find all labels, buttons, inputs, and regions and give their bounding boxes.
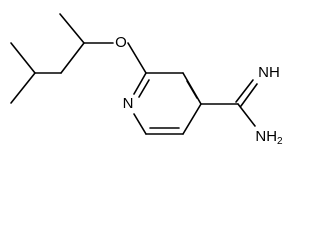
ring-bond-c4-c3-inner — [186, 80, 198, 99]
ring-bond-n-c2-inner — [138, 79, 150, 98]
imine-nh-label: NH — [258, 64, 280, 81]
bond-c2-c3 — [60, 42, 85, 74]
nitrogen-atom-label: N — [123, 95, 134, 112]
amine-subscript-2: 2 — [277, 136, 283, 147]
bond-amidine-imine-2 — [240, 83, 258, 107]
bond-c4-c5 — [10, 42, 36, 74]
ring-bond-n-c2 — [133, 72, 147, 95]
bond-c4-c6 — [10, 72, 36, 104]
bond-amidine-amine — [237, 103, 256, 127]
chemical-structure: O N NH NH2 — [10, 13, 283, 147]
alkyl-chain — [10, 13, 114, 104]
bond-o-ring — [127, 42, 147, 74]
amidine-group — [200, 79, 258, 127]
amine-nh-text: NH — [255, 128, 277, 145]
pyridine-ring — [133, 72, 202, 135]
bond-amidine-imine-1 — [235, 79, 254, 103]
oxygen-atom-label: O — [115, 34, 127, 51]
ring-bond-c6-n — [133, 113, 147, 135]
bond-c1-c2 — [59, 13, 85, 44]
amine-nh2-label: NH2 — [255, 128, 283, 147]
ring-bond-c4-c5 — [182, 103, 202, 135]
